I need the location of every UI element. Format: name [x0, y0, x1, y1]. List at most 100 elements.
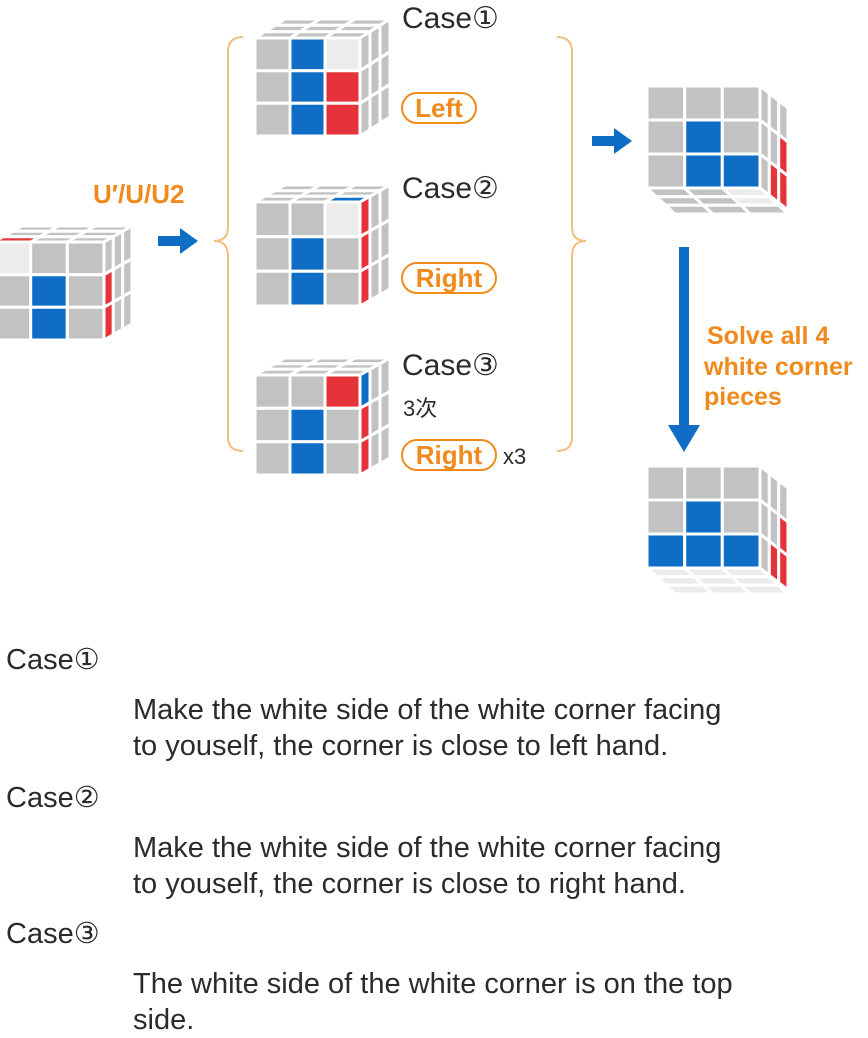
front-face-sticker [29, 305, 69, 342]
front-face-sticker [288, 373, 327, 410]
front-face-sticker [288, 440, 327, 477]
case-1-move-label: Left [415, 93, 463, 123]
front-face-sticker [0, 305, 33, 342]
case-1-title: Case① [402, 2, 499, 35]
case-3-title: Case③ [402, 349, 499, 382]
right-face-sticker [378, 252, 392, 297]
cube-start [0, 224, 134, 342]
case-2-description-title: Case② [6, 782, 100, 814]
front-face-sticker [323, 269, 362, 308]
front-face-sticker [288, 101, 327, 138]
bottom-face-sticker [739, 203, 790, 216]
case-2-move-label: Right [416, 263, 483, 293]
front-face-sticker [645, 532, 687, 570]
front-face-sticker [288, 69, 327, 105]
case-1-move-badge: Left [401, 92, 477, 124]
front-face-sticker [683, 498, 724, 536]
front-face-sticker [645, 118, 687, 156]
front-face-sticker [253, 235, 292, 273]
front-face-sticker [253, 69, 292, 105]
front-face-sticker [683, 118, 724, 156]
case-3-description-title: Case③ [6, 918, 100, 950]
case-2-move-badge: Right [401, 262, 497, 294]
right-face-sticker [378, 423, 392, 466]
cube-case-3 [253, 356, 392, 477]
bottom-face-sticker [739, 583, 790, 596]
solve-label-line-3: pieces [704, 383, 782, 411]
front-face-sticker [720, 84, 762, 122]
front-face-sticker [323, 440, 362, 477]
case-1-description-line-1: Make the white side of the white corner … [133, 694, 722, 726]
front-face-sticker [65, 305, 106, 342]
right-face-sticker [777, 167, 790, 212]
case-1-description-title: Case① [6, 644, 100, 676]
solve-label: Solve all 4 white corner pieces [703, 322, 860, 411]
case-3-times-label: 3次 [403, 396, 437, 421]
front-face-sticker [0, 273, 33, 309]
front-face-sticker [720, 118, 762, 156]
front-face-sticker [288, 406, 327, 444]
case-3-description-text: The white side of the white corner is on… [133, 966, 853, 1038]
arrow-down-icon [668, 247, 700, 452]
solve-label-line-1: Solve all 4 [707, 322, 829, 350]
front-face-sticker [288, 200, 327, 239]
front-face-sticker [323, 69, 362, 105]
front-face-sticker [323, 36, 362, 73]
right-face-sticker [378, 82, 392, 125]
case-2-description-line-2: to youself, the corner is close to right… [133, 868, 686, 900]
front-face-sticker [323, 373, 362, 410]
case-3-move-label: Right [416, 440, 483, 470]
right-face-sticker [777, 547, 790, 592]
cube-case-2 [253, 183, 392, 308]
case-3-description-line-1: The white side of the white corner is on… [133, 968, 733, 1000]
arrow-right-icon [158, 228, 198, 254]
solving-diagram: U′/U/U2 Case① Left Case② Right Case③ 3次 … [0, 2, 860, 596]
front-face-sticker [253, 269, 292, 308]
front-face-sticker [288, 235, 327, 273]
case-2-title: Case② [402, 172, 499, 205]
right-face-sticker [121, 289, 134, 331]
front-face-sticker [29, 240, 69, 277]
front-face-sticker [29, 273, 69, 309]
right-brace [556, 36, 587, 452]
front-face-sticker [683, 152, 724, 190]
front-face-sticker [645, 152, 687, 190]
case-3-repeat-label: x3 [503, 444, 526, 469]
cube-case-1 [253, 17, 392, 138]
front-face-sticker [323, 235, 362, 273]
solve-label-line-2: white corner [703, 353, 853, 381]
front-face-sticker [683, 532, 724, 570]
front-face-sticker [253, 373, 292, 410]
case-1-description-line-2: to youself, the corner is close to left … [133, 730, 669, 762]
front-face-sticker [253, 440, 292, 477]
case-3-move-badge: Right [401, 439, 497, 471]
front-face-sticker [645, 84, 687, 122]
front-face-sticker [683, 464, 724, 502]
front-face-sticker [720, 152, 762, 190]
cube-result-one-corner [645, 84, 790, 216]
case-2-description-line-1: Make the white side of the white corner … [133, 832, 722, 864]
front-face-sticker [645, 464, 687, 502]
start-move-label: U′/U/U2 [93, 179, 184, 209]
front-face-sticker [720, 532, 762, 570]
front-face-sticker [253, 36, 292, 73]
front-face-sticker [253, 406, 292, 444]
front-face-sticker [323, 406, 362, 444]
front-face-sticker [288, 269, 327, 308]
front-face-sticker [65, 273, 106, 309]
cube-result-all-corners [645, 464, 790, 596]
front-face-sticker [720, 464, 762, 502]
case-1-description-text: Make the white side of the white corner … [133, 692, 853, 764]
front-face-sticker [288, 36, 327, 73]
front-face-sticker [65, 240, 106, 277]
left-brace [213, 36, 244, 452]
front-face-sticker [253, 200, 292, 239]
front-face-sticker [645, 498, 687, 536]
case-3-description-line-2: side. [133, 1004, 195, 1036]
front-face-sticker [323, 200, 362, 239]
front-face-sticker [720, 498, 762, 536]
front-face-sticker [253, 101, 292, 138]
case-descriptions: Case① Make the white side of the white c… [0, 630, 868, 1036]
front-face-sticker [0, 240, 33, 277]
front-face-sticker [323, 101, 362, 138]
